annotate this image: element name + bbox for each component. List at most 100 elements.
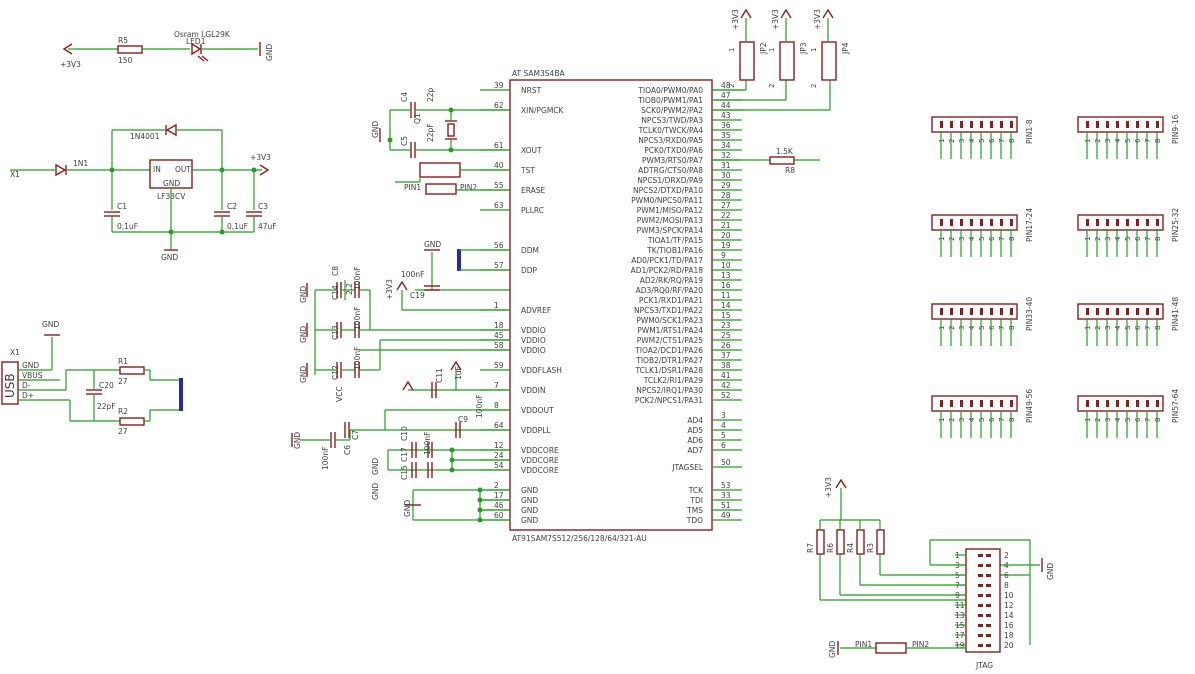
led-symbol <box>191 42 202 56</box>
mcu-pin-name: DDP <box>521 266 538 275</box>
header-pin-number: 1 <box>1084 326 1092 330</box>
supply-label: +3V3 <box>385 279 394 300</box>
pin-header-body <box>1077 303 1164 320</box>
header-pin <box>1096 121 1099 128</box>
pin-header-label: PIN57-64 <box>1171 389 1180 423</box>
header-pin <box>1126 400 1129 407</box>
label-c1uf: 1uF <box>454 366 463 380</box>
jtag-pin <box>986 604 991 607</box>
jumper-pin-number: 2 <box>728 84 736 88</box>
label-pin1: PIN1 <box>855 640 872 649</box>
label-r6: R6 <box>826 543 835 553</box>
header-pin-number: 1 <box>938 139 946 143</box>
r8-circuit: 1.5K R8 <box>712 147 820 175</box>
label-c5: C5 <box>400 136 409 146</box>
header-pin <box>1146 308 1149 315</box>
usb-pin-dm: D- <box>22 381 31 390</box>
label-c12: C12 <box>331 365 340 380</box>
jtag-pin <box>978 584 983 587</box>
header-pin-number: 7 <box>1144 139 1152 143</box>
mcu-pin-name: AD2/RK/RQ/PA19 <box>640 276 703 285</box>
header-pin-number: 2 <box>1094 139 1102 143</box>
pin-header-body <box>931 116 1018 133</box>
label-c5-value: 22pF <box>426 123 435 142</box>
header-pin-number: 6 <box>1134 138 1142 143</box>
jtag-pin <box>986 624 991 627</box>
header-pin <box>1010 400 1013 407</box>
label-jtag: JTAG <box>975 661 993 670</box>
header-pin-number: 2 <box>1094 237 1102 241</box>
jtag-pin-number: 12 <box>1004 601 1014 610</box>
header-pin-number: 3 <box>1104 418 1112 422</box>
header-pin <box>990 308 993 315</box>
mcu-pin-number: 18 <box>494 321 504 330</box>
label-c20-value: 22pF <box>97 402 116 411</box>
header-pin-number: 3 <box>958 418 966 422</box>
mcu-pin-number: 39 <box>494 81 504 90</box>
mcu-pin-number: 40 <box>494 161 504 170</box>
label-q1: Q1 <box>413 113 422 124</box>
jumper-body <box>739 41 755 81</box>
jtag-circuit: +3V3 R7 R6 R4 R3 GND 1357911131517192468… <box>806 477 1055 670</box>
header-pin <box>980 121 983 128</box>
mcu-pin-name: AD7 <box>687 446 703 455</box>
label-c3: C3 <box>258 202 268 211</box>
mcu-pin-number: 16 <box>721 281 731 290</box>
mcu-pin-name: NPCS2/IRQ1/PA30 <box>636 386 703 395</box>
header-pin-number: 7 <box>998 326 1006 330</box>
label-d1: 1N4001 <box>130 132 160 141</box>
mcu-pin-name: PWM0/SCK1/PA23 <box>636 316 703 325</box>
mcu-pin-number: 51 <box>721 501 731 510</box>
header-pin-number: 6 <box>988 236 996 241</box>
header-pin <box>1156 121 1159 128</box>
header-pin <box>1096 400 1099 407</box>
mcu-pin-name: VDDCORE <box>521 456 559 465</box>
header-pin <box>1106 308 1109 315</box>
mcu-pin-name: PLLRC <box>521 206 544 215</box>
label-pin2: PIN2 <box>912 640 929 649</box>
header-pin-number: 1 <box>1084 237 1092 241</box>
header-pin-number: 5 <box>978 418 986 422</box>
crystal-circuit: GND C4 22p C5 22pF Q1 PIN1 PIN2 GND 100n… <box>371 87 510 311</box>
mcu-pin-name: TMS <box>686 506 703 515</box>
label-c7: C7 <box>351 430 360 440</box>
mcu-pin-number: 6 <box>721 441 726 450</box>
mcu-pin-name: ADVREF <box>521 306 551 315</box>
jtag-pin <box>978 594 983 597</box>
pin-header-body <box>1077 395 1164 412</box>
label-c6: C6 <box>343 445 352 455</box>
mcu-pin-number: 46 <box>494 501 504 510</box>
header-pin-number: 7 <box>1144 418 1152 422</box>
label-c4-value: 22p <box>426 87 435 102</box>
header-pin-number: 8 <box>1008 139 1016 143</box>
header-pin <box>1116 121 1119 128</box>
jtag-pin-number: 18 <box>1004 631 1014 640</box>
mcu-pin-number: 63 <box>494 201 504 210</box>
label-r8: R8 <box>785 166 795 175</box>
label-c100nf: 100nF <box>423 432 432 455</box>
header-pin <box>1010 308 1013 315</box>
gnd-label: GND <box>828 641 837 658</box>
header-pin-number: 7 <box>998 139 1006 143</box>
label-c15: C15 <box>400 465 409 480</box>
mcu-pin-name: VDDIO <box>521 326 546 335</box>
label-c100nf: 100nF <box>321 447 330 470</box>
mcu-pin-number: 26 <box>721 341 731 350</box>
label-c8: C8 <box>331 266 340 276</box>
header-pin-number: 4 <box>1114 417 1122 422</box>
mcu-pin-name: PWM2/CTS1/PA25 <box>637 336 704 345</box>
label-c1: C1 <box>117 202 127 211</box>
jtag-pin <box>986 614 991 617</box>
jtag-pin <box>978 644 983 647</box>
jtag-pin <box>986 644 991 647</box>
header-pin <box>1136 308 1139 315</box>
header-pin <box>1096 308 1099 315</box>
label-r5-value: 150 <box>118 56 133 65</box>
mcu-pin-number: 31 <box>721 161 731 170</box>
supply-arrow <box>780 8 792 19</box>
header-pin <box>1146 219 1149 226</box>
mcu-pin-name: VDDCORE <box>521 466 559 475</box>
header-pin-number: 4 <box>1114 325 1122 330</box>
supply-label: +3V3 <box>250 153 271 162</box>
